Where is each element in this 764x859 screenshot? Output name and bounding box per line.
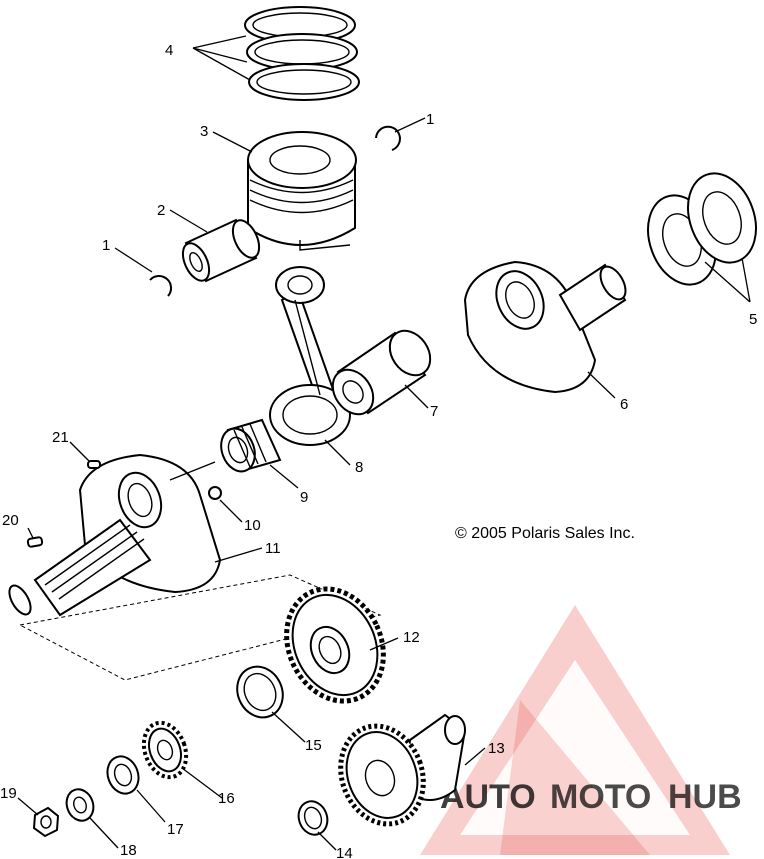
main-bearings (647, 172, 757, 286)
woodruff-key-20 (26, 536, 44, 548)
callout-8: 8 (355, 459, 363, 476)
copyright-notice: © 2005 Polaris Sales Inc. (455, 525, 635, 542)
crankshaft-left-half (8, 453, 222, 617)
connecting-rod (269, 266, 351, 446)
callout-5: 5 (749, 311, 757, 328)
piston (247, 131, 357, 251)
thrust-washer-15 (236, 665, 284, 719)
watermark-text-moto: MOTO (550, 778, 651, 816)
callout-16: 16 (218, 790, 235, 807)
crankshaft-right-half (463, 260, 627, 394)
callout-4: 4 (165, 42, 173, 59)
alignment-line-crankpin (169, 461, 216, 481)
callout-9: 9 (300, 489, 308, 506)
piston-rings (244, 6, 360, 101)
callout-13: 13 (488, 740, 505, 757)
woodruff-key-21 (87, 460, 101, 469)
callout-21: 21 (52, 429, 69, 446)
callout-14: 14 (336, 845, 353, 859)
callout-7: 7 (430, 403, 438, 420)
part-callouts: 4 3 1 2 1 5 6 7 8 9 10 11 21 20 12 15 13… (0, 42, 757, 859)
assembly-dashed-outline (18, 574, 382, 681)
drive-sprocket (141, 720, 189, 780)
hex-nut (32, 806, 60, 838)
callout-10: 10 (244, 517, 261, 534)
callout-11: 11 (265, 540, 281, 557)
balance-shaft (338, 713, 467, 827)
callout-15: 15 (305, 737, 322, 754)
crank-pin (331, 329, 432, 416)
automotohub-watermark-logo: AUTO MOTO HUB (420, 605, 742, 855)
callout-1-lower: 1 (102, 237, 110, 254)
flat-washer (65, 788, 95, 822)
callout-3: 3 (200, 123, 208, 140)
needle-bearing (220, 418, 282, 473)
callout-2: 2 (157, 202, 165, 219)
callout-20: 20 (2, 512, 19, 529)
crank-gear (284, 586, 386, 704)
crank-ball (208, 486, 222, 500)
callout-19: 19 (0, 785, 17, 802)
callout-1-upper: 1 (426, 111, 434, 128)
circlip-upper (375, 125, 401, 151)
leader-lines (17, 35, 751, 851)
callout-18: 18 (120, 842, 137, 859)
callout-12: 12 (403, 629, 420, 646)
thrust-washer-14 (297, 800, 329, 836)
watermark-text-hub: HUB (668, 778, 742, 816)
lock-washer (106, 755, 140, 795)
callout-17: 17 (167, 821, 184, 838)
circlip-lower (149, 274, 173, 297)
wrist-pin (181, 218, 261, 283)
callout-6: 6 (620, 396, 628, 413)
